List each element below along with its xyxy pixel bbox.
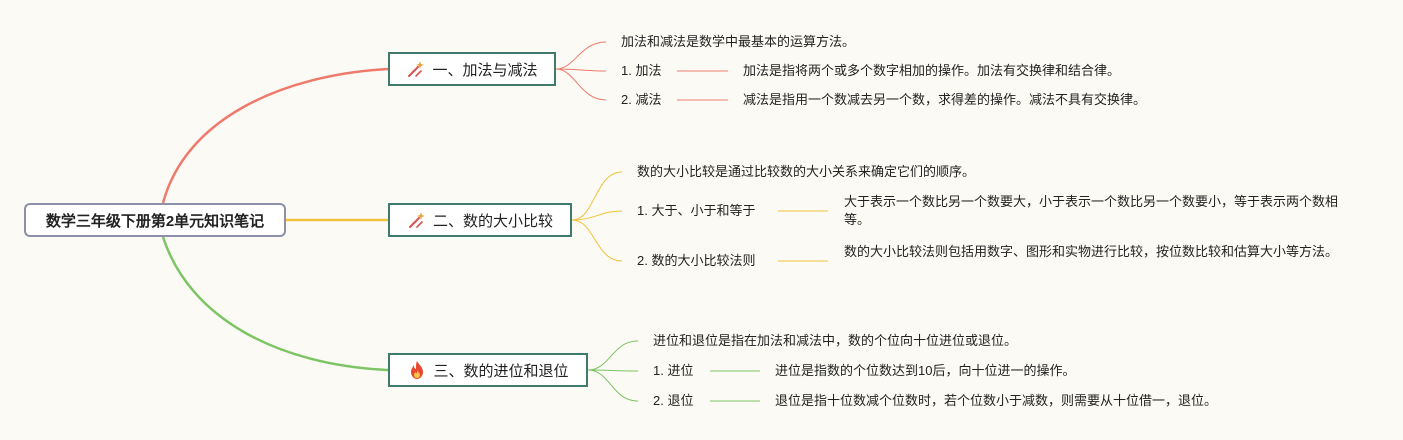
branch1-connector-item2 <box>555 68 607 101</box>
root-title: 数学三年级下册第2单元知识笔记 <box>45 212 265 230</box>
branch1-item2-label: 2. 减法 <box>621 92 662 107</box>
branch2-connector-item2 <box>571 219 623 262</box>
branch3-summary: 进位和退位是指在加法和减法中，数的个位向十位进位或退位。 <box>653 333 1018 348</box>
branch3-item2-label: 2. 退位 <box>653 393 694 408</box>
branch3-item1-label: 1. 进位 <box>653 363 694 378</box>
branch1-item1-desc: 加法是指将两个或多个数字相加的操作。加法有交换律和结合律。 <box>743 63 1121 78</box>
branch1-connector-summary <box>555 41 607 70</box>
branch-node-carry-borrow[interactable]: 三、数的进位和退位 <box>388 353 588 387</box>
root-node[interactable]: 数学三年级下册第2单元知识笔记 <box>24 203 286 237</box>
branch-title: 三、数的进位和退位 <box>433 362 569 380</box>
branch2-connector-item1 <box>571 210 623 221</box>
branch2-item2-desc: 数的大小比较法则包括用数字、图形和实物进行比较，按位数比较和估算大小等方法。 <box>844 244 1339 259</box>
branch-node-number-comparison[interactable]: 二、数的大小比较 <box>388 203 572 237</box>
branch-title: 二、数的大小比较 <box>432 212 553 230</box>
branch-node-addition-subtraction[interactable]: 一、加法与减法 <box>388 52 556 86</box>
branch1-connector-item1 <box>555 68 607 72</box>
branch3-connector-item2 <box>587 369 639 402</box>
branch3-item2-desc: 退位是指十位数减个位数时，若个位数小于减数，则需要从十位借一，退位。 <box>775 393 1218 408</box>
fire-icon <box>411 361 424 379</box>
branch-title: 一、加法与减法 <box>432 61 538 79</box>
branch1-summary: 加法和减法是数学中最基本的运算方法。 <box>621 34 856 49</box>
magic-wand-icon <box>408 61 425 77</box>
branch1-item2-desc: 减法是指用一个数减去另一个数，求得差的操作。减法不具有交换律。 <box>743 92 1147 107</box>
branch2-connector-summary <box>571 171 623 221</box>
magic-wand-icon <box>408 212 425 228</box>
branch2-item1-desc: 大于表示一个数比另一个数要大，小于表示一个数比另一个数要小，等于表示两个数相等。 <box>844 194 1339 227</box>
branch2-item2-label: 2. 数的大小比较法则 <box>637 253 756 268</box>
branch3-connector-item1 <box>587 369 639 372</box>
branch2-item1-label: 1. 大于、小于和等于 <box>637 203 756 218</box>
branch3-item1-desc: 进位是指数的个位数达到10后，向十位进一的操作。 <box>775 363 1076 378</box>
root-connector-1 <box>161 67 389 204</box>
branch1-item1-label: 1. 加法 <box>621 63 662 78</box>
branch3-connector-summary <box>587 340 639 371</box>
root-connector-3 <box>161 236 389 372</box>
branch2-summary: 数的大小比较是通过比较数的大小关系来确定它们的顺序。 <box>637 164 976 179</box>
